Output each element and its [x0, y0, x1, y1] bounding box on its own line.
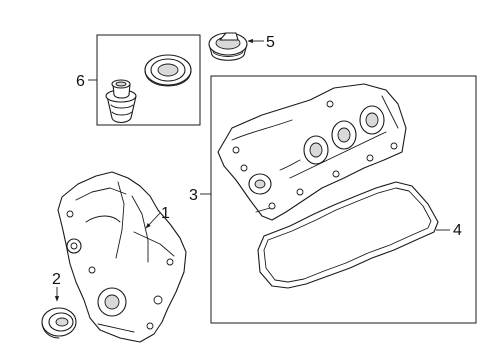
- callout-3: 3: [189, 187, 198, 204]
- valve-cover-frame: [210, 75, 477, 324]
- timing-cover: [57, 171, 187, 343]
- callout-6: 6: [76, 73, 85, 90]
- callout-5: 5: [266, 34, 275, 51]
- callout-2: 2: [52, 271, 61, 288]
- leader-1: [145, 212, 161, 229]
- callout-4: 4: [453, 222, 462, 239]
- oil-filler-cap: [208, 32, 248, 61]
- front-crank-seal: [41, 307, 77, 339]
- callout-1: 1: [161, 205, 170, 222]
- valve-cover: [217, 83, 407, 221]
- seal-kit-ring: [144, 54, 192, 87]
- valve-cover-gasket: [257, 181, 439, 289]
- seal-kit-installer: [105, 79, 137, 124]
